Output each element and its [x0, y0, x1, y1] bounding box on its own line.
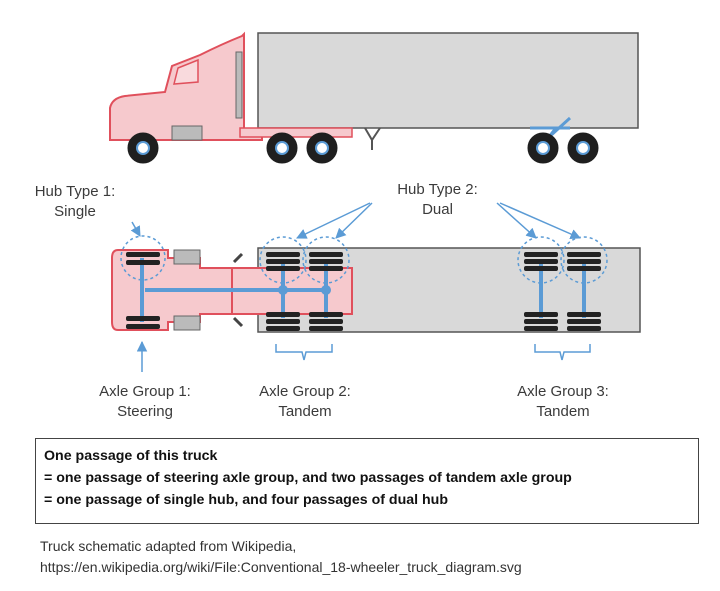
landing-gear — [364, 127, 381, 150]
tire — [126, 252, 160, 257]
hubcap — [536, 141, 550, 155]
passage-line-1: One passage of this truck — [44, 448, 218, 464]
passage-explanation-box: One passage of this truck = one passage … — [35, 438, 699, 524]
tire — [126, 260, 160, 265]
axle-group-2-label: Axle Group 2: Tandem — [259, 383, 351, 420]
truck-side-view — [109, 31, 639, 164]
top-tires — [126, 252, 601, 331]
arrow-hub2 — [496, 202, 537, 239]
arrow-hub2 — [296, 202, 371, 239]
dual-hub-circle — [560, 236, 608, 284]
trailer-axle-mount — [530, 116, 572, 140]
hubcap — [136, 141, 150, 155]
tire — [126, 324, 160, 329]
axle-group-1-label: Axle Group 1: Steering — [99, 383, 191, 420]
hubcap — [275, 141, 289, 155]
axle-brackets — [275, 344, 591, 361]
dual-hub-circle — [259, 236, 307, 284]
truck-diagram — [109, 31, 641, 372]
bracket-axle3 — [534, 344, 591, 361]
fuel-tank — [171, 125, 203, 141]
dual-hub-circle — [517, 236, 565, 284]
passage-line-2: = one passage of steering axle group, an… — [44, 470, 572, 486]
hubcap — [315, 141, 329, 155]
chassis-frame — [239, 127, 353, 138]
single-hub-circle — [120, 235, 166, 281]
trailer-side — [257, 32, 639, 129]
tire — [126, 316, 160, 321]
arrow-hub1 — [130, 221, 141, 237]
credit-url: https://en.wikipedia.org/wiki/File:Conve… — [40, 559, 522, 575]
hub-highlight-circles — [120, 235, 608, 284]
image-credit: Truck schematic adapted from Wikipedia, … — [40, 536, 522, 578]
dual-hub-circle — [302, 236, 350, 284]
exhaust-stack — [235, 51, 243, 119]
credit-line-1: Truck schematic adapted from Wikipedia, — [40, 538, 297, 554]
truck-top-view — [111, 202, 641, 372]
mirror-top — [232, 252, 244, 264]
tank-top — [173, 249, 201, 265]
passage-line-3: = one passage of single hub, and four pa… — [44, 492, 449, 508]
cab-window — [173, 58, 199, 85]
label-arrows — [130, 202, 581, 372]
tank-bottom — [173, 315, 201, 331]
mirror-bottom — [232, 316, 244, 328]
axle-group-3-label: Axle Group 3: Tandem — [517, 383, 609, 420]
hubcap — [576, 141, 590, 155]
bracket-axle2 — [275, 344, 333, 361]
arrow-hub2 — [499, 202, 581, 240]
side-hubcaps — [136, 141, 590, 155]
cab-side — [109, 31, 263, 141]
hub-type-1-label: Hub Type 1: Single — [34, 183, 116, 220]
axle-joints — [278, 285, 331, 295]
hub-type-2-label: Hub Type 2: Dual — [397, 181, 478, 218]
arrow-hub2 — [335, 202, 373, 239]
